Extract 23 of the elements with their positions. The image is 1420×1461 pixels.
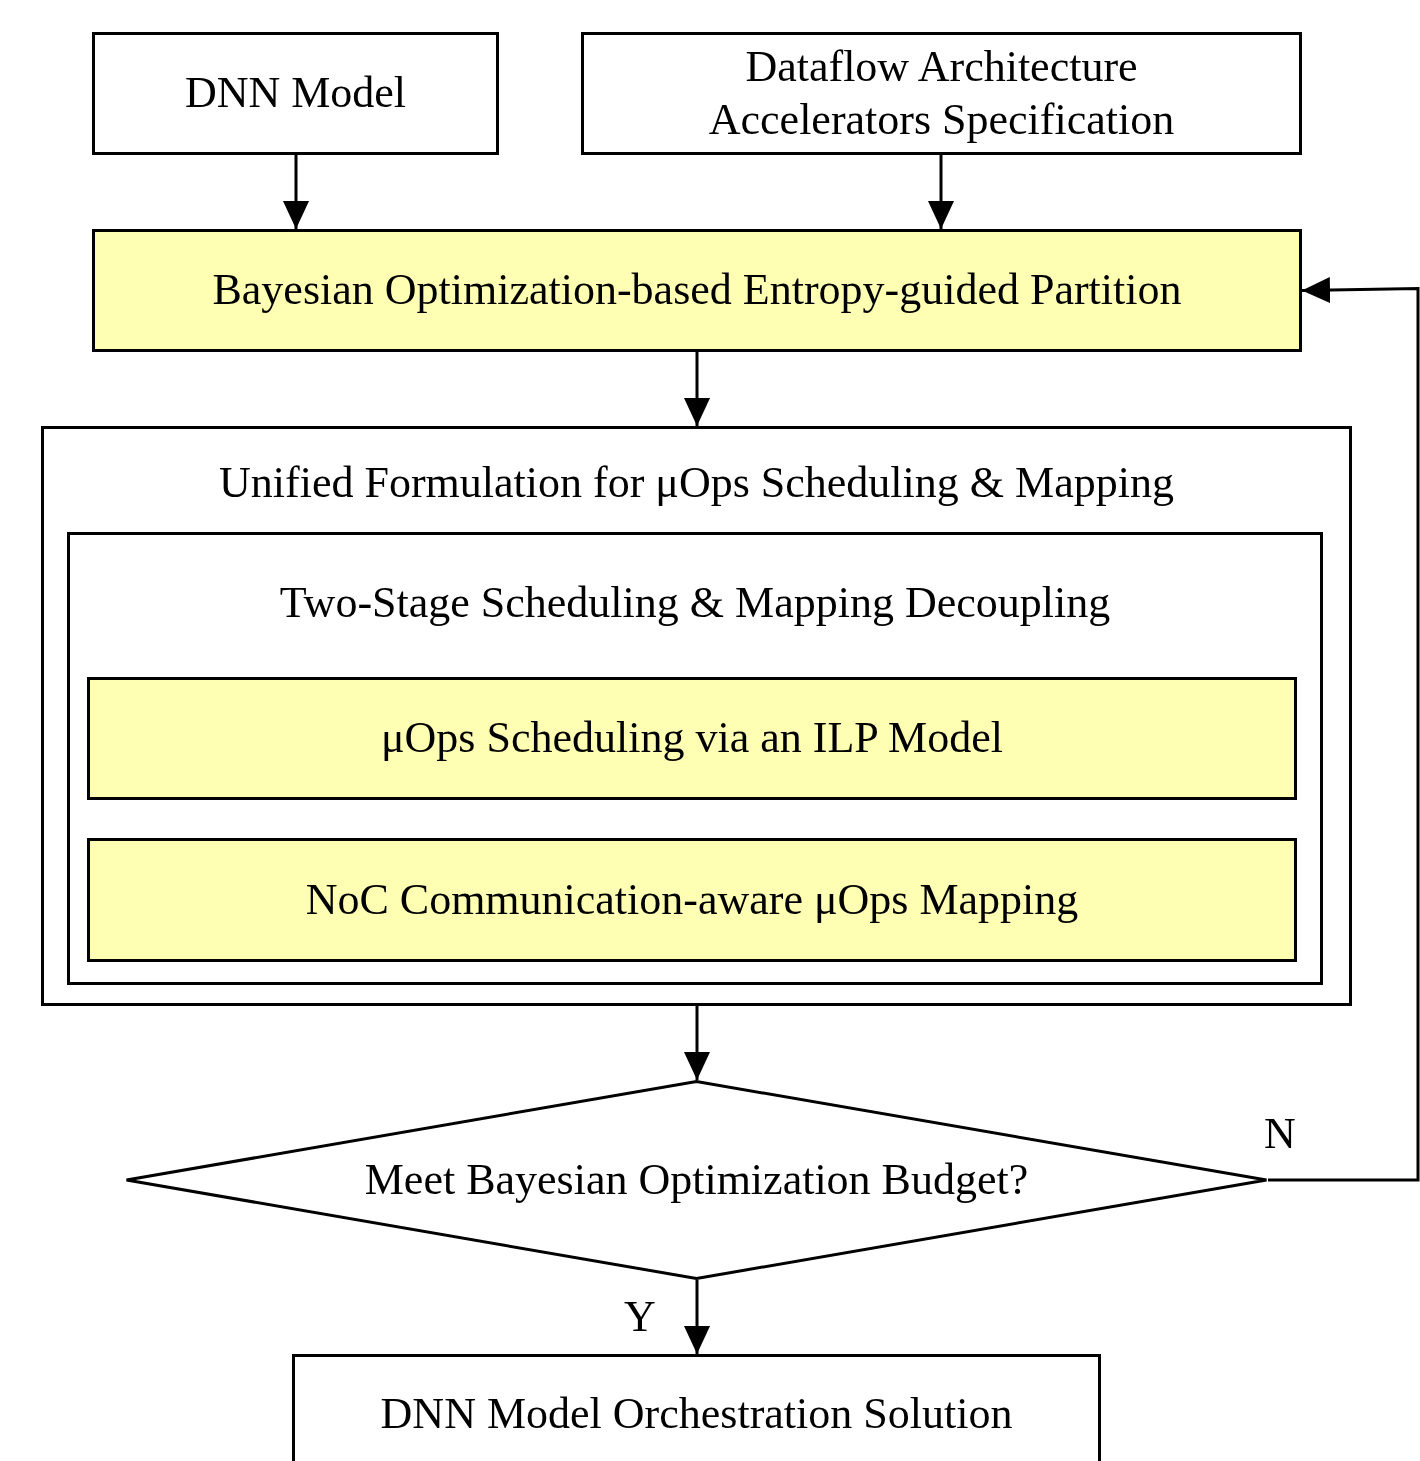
- arrow: [283, 155, 309, 229]
- step-label: NoC Communication-aware μOps Mapping: [305, 873, 1079, 926]
- group-heading: Two-Stage Scheduling & Mapping Decoupling: [279, 577, 1111, 629]
- arrow: [1268, 277, 1420, 1182]
- step-label: μOps Scheduling via an ILP Model: [381, 712, 1003, 765]
- process-box: [581, 32, 1302, 155]
- process-box: [292, 1354, 1101, 1461]
- step-label: DNN Model: [184, 67, 407, 120]
- process-box: [92, 32, 499, 155]
- group-box: [41, 426, 1352, 1006]
- arrow: [684, 1280, 710, 1354]
- arrow: [684, 352, 710, 426]
- process-box: [87, 677, 1297, 800]
- step-label: Dataflow Architecture Accelerators Specification: [707, 40, 1176, 146]
- step-label: Bayesian Optimization-based Entropy-guided Partition: [212, 264, 1182, 317]
- step-label: DNN Model Orchestration Solution: [380, 1387, 1013, 1440]
- process-box: [87, 838, 1297, 962]
- group-heading: Unified Formulation for μOps Scheduling & Mapping: [219, 457, 1174, 509]
- process-box: [92, 229, 1302, 352]
- group-box: [67, 532, 1323, 985]
- step-label: Meet Bayesian Optimization Budget?: [364, 1153, 1029, 1206]
- arrow: [928, 155, 954, 229]
- arrow: [684, 1006, 710, 1080]
